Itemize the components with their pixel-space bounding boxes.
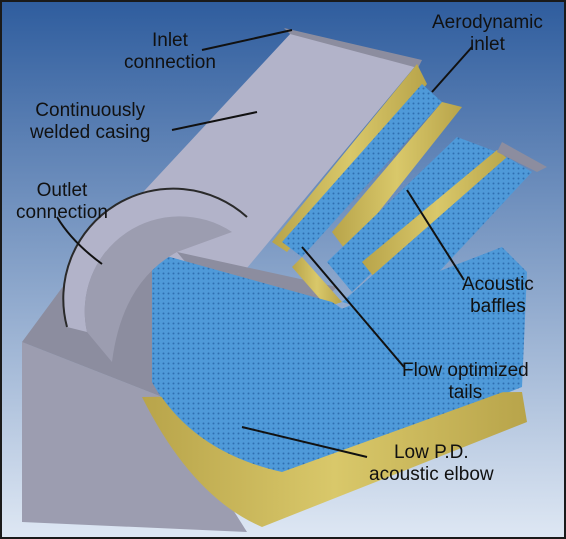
casing-front-face bbox=[22, 342, 247, 532]
side-flange bbox=[497, 142, 547, 172]
label-inlet-connection: Inlet connection bbox=[124, 30, 216, 73]
outlet-opening bbox=[84, 216, 233, 362]
leader-welded-casing bbox=[171, 111, 258, 131]
outlet-flange-edge bbox=[62, 187, 248, 328]
elbow-liner-panel bbox=[152, 252, 522, 472]
inlet-flange bbox=[284, 28, 422, 68]
label-outlet-connection: Outlet connection bbox=[16, 180, 108, 223]
baffle-back bbox=[282, 84, 442, 257]
leader-inlet-connection bbox=[201, 29, 293, 51]
label-aerodynamic-inlet: Aerodynamic inlet bbox=[432, 12, 543, 55]
leader-flow-tails bbox=[301, 246, 405, 368]
leader-aerodynamic-inlet bbox=[431, 46, 473, 93]
baffle-middle bbox=[327, 137, 497, 292]
label-flow-tails: Flow optimized tails bbox=[402, 360, 529, 403]
baffle-insulation-middle bbox=[332, 102, 462, 252]
leader-acoustic-baffles bbox=[406, 189, 465, 281]
insulation-back-wall bbox=[272, 64, 427, 252]
label-welded-casing: Continuously welded casing bbox=[30, 100, 151, 143]
label-acoustic-elbow: Low P.D. acoustic elbow bbox=[369, 442, 494, 485]
flow-tail bbox=[177, 252, 337, 302]
outlet-flange bbox=[63, 188, 247, 332]
label-acoustic-baffles: Acoustic baffles bbox=[462, 274, 534, 317]
flow-tail-insulation bbox=[292, 257, 342, 307]
leader-acoustic-elbow bbox=[241, 426, 368, 458]
leader-outlet-connection bbox=[56, 216, 103, 265]
